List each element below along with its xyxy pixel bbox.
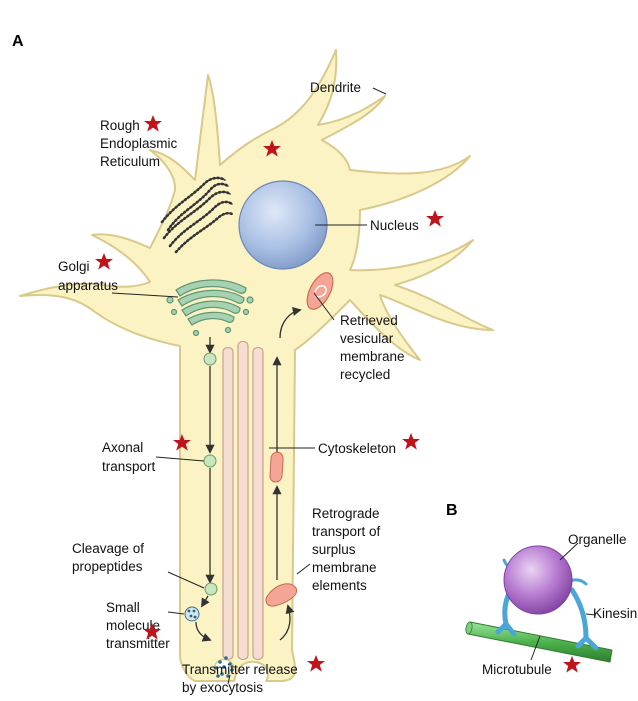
- svg-text:transport of: transport of: [312, 524, 381, 539]
- vesicle: [203, 454, 217, 468]
- microtubule: [465, 621, 613, 663]
- svg-text:elements: elements: [312, 578, 367, 593]
- svg-text:by exocytosis: by exocytosis: [182, 680, 263, 695]
- nucleus: [238, 180, 328, 270]
- label-organelle: Organelle: [568, 532, 627, 547]
- label-microtubule: Microtubule: [482, 662, 552, 677]
- organelle: [503, 545, 573, 615]
- svg-text:recycled: recycled: [340, 367, 390, 382]
- svg-text:propeptides: propeptides: [72, 559, 143, 574]
- star-icon: [95, 253, 113, 270]
- svg-text:Golgi: Golgi: [58, 259, 90, 274]
- svg-text:surplus: surplus: [312, 542, 356, 557]
- rough-er: [160, 176, 234, 254]
- svg-text:apparatus: apparatus: [58, 278, 118, 293]
- svg-text:Retrograde: Retrograde: [312, 506, 380, 521]
- svg-text:Reticulum: Reticulum: [100, 154, 160, 169]
- panel-label-b: B: [446, 502, 458, 519]
- svg-text:Endoplasmic: Endoplasmic: [100, 136, 178, 151]
- svg-text:Axonal: Axonal: [102, 440, 143, 455]
- svg-text:membrane: membrane: [312, 560, 377, 575]
- label-nucleus: Nucleus: [370, 218, 419, 233]
- label-cytoskeleton: Cytoskeleton: [318, 441, 396, 456]
- svg-text:Retrieved: Retrieved: [340, 313, 398, 328]
- label-dendrite: Dendrite: [310, 80, 361, 95]
- exocytosis-release: [213, 656, 235, 678]
- vesicle: [203, 352, 217, 366]
- vesicle: [204, 582, 218, 596]
- cytoskeleton-filaments: [222, 340, 264, 661]
- panel-label-a: A: [12, 33, 24, 50]
- label-transmitter-release: Transmitter release by exocytosis: [182, 662, 298, 695]
- svg-text:Small: Small: [106, 600, 140, 615]
- star-icon: [144, 115, 162, 132]
- star-icon: [563, 656, 581, 673]
- kinesin-panel: Organelle Kinesin Microtubule: [465, 532, 637, 677]
- svg-text:membrane: membrane: [340, 349, 405, 364]
- svg-text:Cleavage of: Cleavage of: [72, 541, 144, 556]
- golgi-apparatus: [166, 279, 254, 337]
- label-cleavage: Cleavage of propeptides: [72, 541, 144, 574]
- star-icon: [426, 210, 444, 227]
- label-rough-er: Rough Endoplasmic Reticulum: [100, 118, 178, 169]
- svg-text:vesicular: vesicular: [340, 331, 394, 346]
- label-axonal-transport: Axonal transport: [102, 440, 156, 474]
- label-golgi: Golgi apparatus: [58, 259, 118, 293]
- svg-text:transport: transport: [102, 459, 156, 474]
- small-molecule-vesicle: [184, 606, 200, 622]
- membrane-fragment: [269, 451, 284, 483]
- svg-text:transmitter: transmitter: [106, 636, 170, 651]
- star-icon: [402, 433, 420, 450]
- kinesin-motor: [495, 558, 599, 651]
- label-retrograde: Retrograde transport of surplus membrane…: [312, 506, 381, 593]
- svg-text:Transmitter release: Transmitter release: [182, 662, 298, 677]
- label-small-molecule: Small molecule transmitter: [106, 600, 170, 651]
- star-icon: [307, 655, 325, 672]
- membrane-fragment: [265, 583, 298, 607]
- svg-text:Rough: Rough: [100, 118, 140, 133]
- recycled-vesicle: [306, 272, 334, 310]
- label-kinesin: Kinesin: [593, 606, 637, 621]
- label-retrieved-membrane: Retrieved vesicular membrane recycled: [340, 313, 405, 382]
- anterograde-transport: [184, 337, 235, 678]
- leader-lines: [111, 87, 387, 685]
- retrograde-transport: [265, 272, 334, 641]
